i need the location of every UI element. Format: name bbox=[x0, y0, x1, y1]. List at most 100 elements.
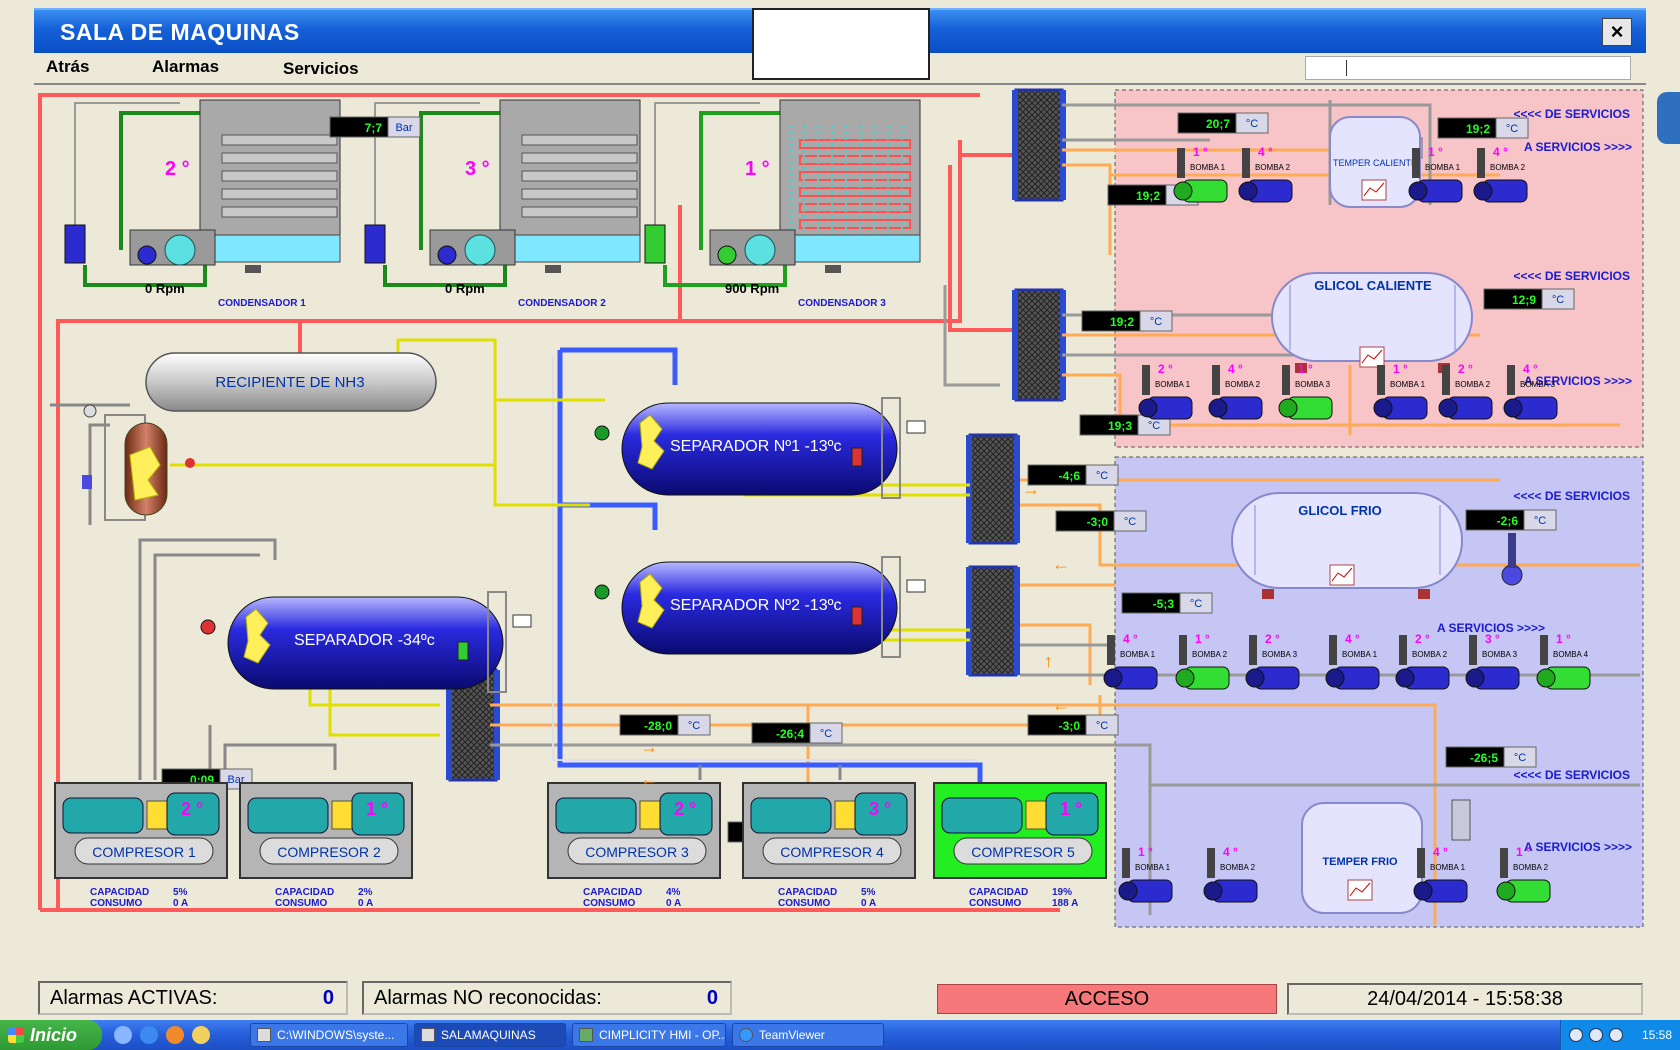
pump-icon bbox=[1503, 398, 1523, 418]
pump-glicol-cal-in-3[interactable]: 1 °BOMBA 3 bbox=[1278, 362, 1333, 420]
a-servicios-label-3: A SERVICIOS >>>> bbox=[1437, 621, 1545, 635]
readout-t-serv-top: 19;2°C bbox=[1437, 117, 1529, 139]
pump-glicol-cal-out-3[interactable]: 4 °BOMBA 3 bbox=[1503, 362, 1558, 420]
side-tab-handle[interactable] bbox=[1657, 92, 1680, 144]
readout-unit: °C bbox=[1534, 515, 1546, 527]
folder-icon[interactable] bbox=[192, 1026, 210, 1044]
trend-icon[interactable] bbox=[1361, 179, 1387, 201]
pump-icon bbox=[1473, 181, 1493, 201]
oil-pipes bbox=[50, 403, 842, 780]
pump-glicol-cal-out-1[interactable]: 1 °BOMBA 1 bbox=[1373, 362, 1428, 420]
level-flame-icon bbox=[243, 608, 271, 664]
task-cmd[interactable]: C:\WINDOWS\syste... bbox=[250, 1023, 408, 1047]
discharge-pipes bbox=[38, 93, 1060, 912]
pump-glicol-frio-out-3[interactable]: 3 °BOMBA 3 bbox=[1465, 632, 1520, 690]
pump-glicol-frio-in-3[interactable]: 2 °BOMBA 3 bbox=[1245, 632, 1300, 690]
menu-atras[interactable]: Atrás bbox=[46, 57, 90, 76]
pump-glicol-frio-in-1[interactable]: 4 °BOMBA 1 bbox=[1103, 632, 1158, 690]
flow-arrow-icon: ← bbox=[1052, 695, 1070, 715]
desktop-icon[interactable] bbox=[114, 1026, 132, 1044]
pump-temper-frio-in-1[interactable]: 1 °BOMBA 1 bbox=[1118, 845, 1173, 903]
task-salamaquinas[interactable]: SALAMAQUINAS bbox=[414, 1023, 566, 1047]
flow-arrow-icon: ← bbox=[1052, 554, 1070, 574]
close-button[interactable]: × bbox=[1602, 18, 1632, 46]
pump-glicol-cal-in-2[interactable]: 4 °BOMBA 2 bbox=[1208, 362, 1263, 420]
readout-value: -3;0 bbox=[1059, 719, 1081, 733]
pump-temper-frio-out-2[interactable]: 1 °BOMBA 2 bbox=[1496, 845, 1551, 903]
pump-name: BOMBA 1 bbox=[1190, 163, 1226, 172]
pump-temper-frio-in-2[interactable]: 4 °BOMBA 2 bbox=[1203, 845, 1258, 903]
pump-order: 4 ° bbox=[1258, 145, 1273, 159]
separator-sep2[interactable]: SEPARADOR Nº2 -13ºc bbox=[594, 556, 926, 658]
unack-alarms-panel[interactable]: Alarmas NO reconocidas: 0 bbox=[362, 981, 732, 1015]
pump-name: BOMBA 4 bbox=[1553, 650, 1589, 659]
compressor-name: COMPRESOR 3 bbox=[585, 844, 689, 860]
pump-order: 4 ° bbox=[1123, 632, 1138, 646]
pump-order: 4 ° bbox=[1228, 362, 1243, 376]
search-input[interactable] bbox=[1305, 56, 1631, 80]
trend-icon[interactable] bbox=[1347, 879, 1373, 901]
pump-glicol-frio-out-1[interactable]: 4 °BOMBA 1 bbox=[1325, 632, 1380, 690]
pump-order: 4 ° bbox=[1223, 845, 1238, 859]
compressor-order: 1 ° bbox=[1060, 799, 1082, 819]
pump-serv-caliente-1[interactable]: 1 °BOMBA 1 bbox=[1408, 145, 1463, 203]
system-tray: 15:58 bbox=[1560, 1020, 1680, 1050]
start-button[interactable]: Inicio bbox=[0, 1020, 102, 1050]
pump-icon bbox=[1118, 881, 1138, 901]
pump-serv-caliente-2[interactable]: 4 °BOMBA 2 bbox=[1473, 145, 1528, 203]
pump-glicol-frio-in-2[interactable]: 1 °BOMBA 2 bbox=[1175, 632, 1230, 690]
active-alarms-panel[interactable]: Alarmas ACTIVAS: 0 bbox=[38, 981, 348, 1015]
pump-icon bbox=[1496, 881, 1516, 901]
ie-icon[interactable] bbox=[140, 1026, 158, 1044]
trend-icon[interactable] bbox=[1329, 564, 1355, 586]
security-icon[interactable] bbox=[1589, 1028, 1603, 1042]
capacity-value: 5% bbox=[173, 887, 188, 898]
readout-value: 19;2 bbox=[1466, 122, 1490, 136]
heat-exchangers bbox=[446, 88, 1066, 782]
menu-servicios[interactable]: Servicios bbox=[283, 59, 359, 78]
firefox-icon[interactable] bbox=[166, 1026, 184, 1044]
motor-icon bbox=[1045, 792, 1099, 836]
pump-glicol-frio-out-4[interactable]: 1 °BOMBA 4 bbox=[1536, 632, 1591, 690]
pump-temper-caliente-2[interactable]: 4 °BOMBA 2 bbox=[1238, 145, 1293, 203]
separator-sep1[interactable]: SEPARADOR Nº1 -13ºc bbox=[594, 397, 926, 499]
opc-icon bbox=[579, 1028, 593, 1042]
pump-glicol-frio-out-2[interactable]: 2 °BOMBA 2 bbox=[1395, 632, 1450, 690]
pump-glicol-cal-in-1[interactable]: 2 °BOMBA 1 bbox=[1138, 362, 1193, 420]
pump-icon bbox=[1395, 668, 1415, 688]
level-gauge-icon bbox=[82, 475, 92, 489]
trend-icon[interactable] bbox=[1359, 346, 1385, 368]
sep2-label: SEPARADOR Nº2 -13ºc bbox=[670, 597, 841, 614]
menu-alarmas[interactable]: Alarmas bbox=[152, 57, 220, 76]
network-icon[interactable] bbox=[1569, 1028, 1583, 1042]
separator-sep34[interactable]: SEPARADOR -34ºc bbox=[200, 591, 532, 693]
pump-temper-caliente-1[interactable]: 1 °BOMBA 1 bbox=[1173, 145, 1228, 203]
condenser-3-label: CONDENSADOR 3 bbox=[798, 298, 886, 309]
pump-temper-frio-out-1[interactable]: 4 °BOMBA 1 bbox=[1413, 845, 1468, 903]
task-cimplicity[interactable]: CIMPLICITY HMI - OP... bbox=[572, 1023, 726, 1047]
valve-icon bbox=[200, 619, 216, 635]
pump-icon bbox=[1438, 398, 1458, 418]
glicol-frio-tank: GLICOL FRIO bbox=[1231, 492, 1523, 599]
access-button[interactable]: ACCESO bbox=[937, 984, 1277, 1014]
pump-order: 2 ° bbox=[1158, 362, 1173, 376]
volume-icon[interactable] bbox=[1609, 1028, 1623, 1042]
compressor-name: COMPRESOR 5 bbox=[971, 844, 1075, 860]
capacity-value: 2% bbox=[358, 887, 373, 898]
pump-icon bbox=[1203, 881, 1223, 901]
pump-glicol-cal-out-2[interactable]: 2 °BOMBA 2 bbox=[1438, 362, 1493, 420]
readout-unit: °C bbox=[1096, 720, 1108, 732]
menu-bar: Atrás Alarmas Servicios bbox=[34, 53, 1646, 85]
flow-arrow-icon: → bbox=[1022, 479, 1040, 499]
pump-name: BOMBA 1 bbox=[1135, 863, 1171, 872]
task-teamviewer[interactable]: TeamViewer bbox=[732, 1023, 884, 1047]
